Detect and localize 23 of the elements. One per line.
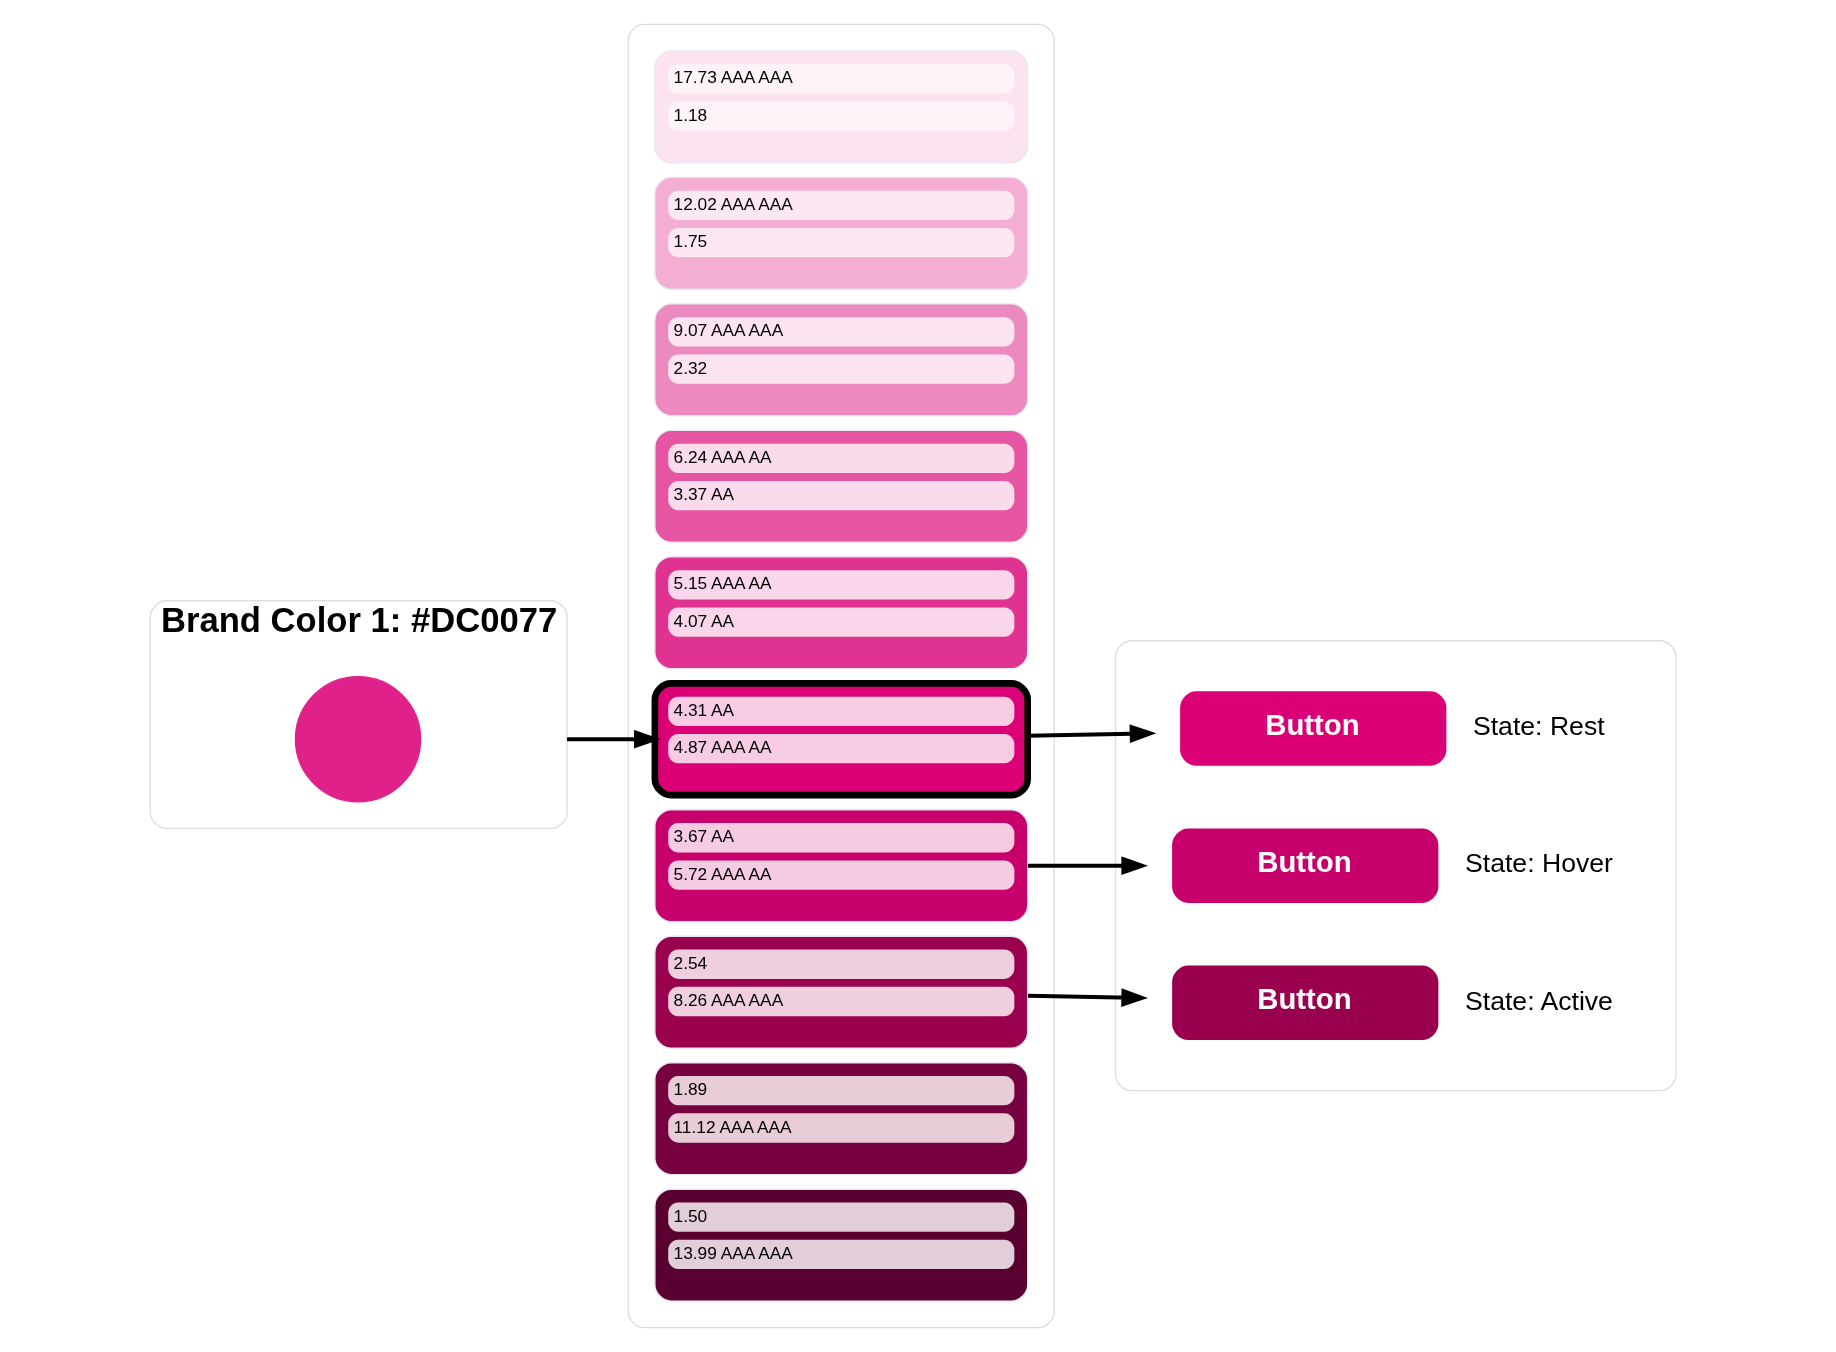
arrow <box>566 729 661 749</box>
node-box: 4.31 AA 4.87 AAA AA <box>651 680 1031 799</box>
node-label: State: Active <box>1464 985 1613 1016</box>
node-box: 2.54 8.26 AAA AAA <box>653 935 1028 1049</box>
node-box: 5.15 AAA AA 4.07 AA <box>653 556 1028 670</box>
node-box: 6.24 AAA AA 3.37 AA <box>653 429 1028 543</box>
node-box: Button <box>1179 691 1446 766</box>
cluster <box>627 23 1055 1329</box>
cluster <box>1114 640 1677 1092</box>
node-box: 1.89 11.12 AAA AAA <box>653 1062 1028 1176</box>
arrow <box>1027 856 1148 876</box>
arrow <box>1027 988 1148 1007</box>
node-box: 9.07 AAA AAA 2.32 <box>653 303 1028 417</box>
node-label: State: Hover <box>1464 848 1613 879</box>
node-circle <box>294 676 421 803</box>
node-label: State: Rest <box>1472 711 1605 742</box>
node-box: 1.50 13.99 AAA AAA <box>653 1188 1028 1302</box>
node-box: 3.67 AA 5.72 AAA AA <box>653 809 1028 923</box>
cluster: Brand Color 1: #DC0077 <box>149 600 568 830</box>
node-box: Button <box>1171 965 1438 1041</box>
node-box: 12.02 AAA AAA 1.75 <box>653 176 1028 290</box>
node-box: 17.73 AAA AAA 1.18 <box>653 50 1028 164</box>
node-box: Button <box>1171 828 1438 903</box>
